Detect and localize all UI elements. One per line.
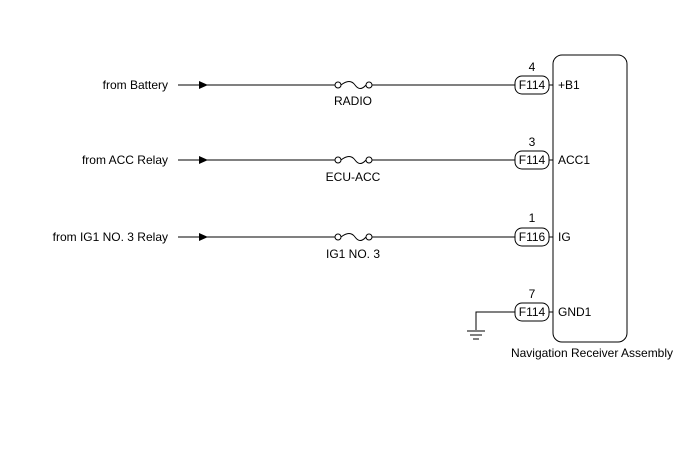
component-label: Navigation Receiver Assembly <box>511 346 673 360</box>
connector-label: F114 <box>519 78 546 92</box>
pin-number: 1 <box>529 211 536 225</box>
fuse-icon <box>334 81 373 89</box>
fuse-icon <box>334 233 373 241</box>
pin-number: 7 <box>529 287 536 301</box>
fuse-label: ECU-ACC <box>326 170 381 184</box>
connector-label: F114 <box>519 153 546 167</box>
ground-icon <box>467 330 485 340</box>
terminal-label: ACC1 <box>558 153 590 167</box>
fuse-label: RADIO <box>334 94 372 108</box>
connector-label: F114 <box>519 305 546 319</box>
terminal-label: +B1 <box>558 78 580 92</box>
connector-label: F116 <box>519 230 546 244</box>
source-label: from IG1 NO. 3 Relay <box>53 230 168 244</box>
pin-number: 4 <box>529 60 536 74</box>
fuse-icon <box>334 156 373 164</box>
component-box <box>552 54 628 343</box>
source-label: from ACC Relay <box>82 153 168 167</box>
circuit-battery: from Battery RADIO 4 F114 +B1 <box>103 60 580 108</box>
circuit-ig1-relay: from IG1 NO. 3 Relay IG1 NO. 3 1 F116 IG <box>53 211 571 261</box>
wire <box>475 311 515 330</box>
fuse-label: IG1 NO. 3 <box>326 247 380 261</box>
circuit-ground: 7 F114 GND1 <box>467 287 592 340</box>
terminal-label: IG <box>558 230 571 244</box>
pin-number: 3 <box>529 135 536 149</box>
source-label: from Battery <box>103 78 168 92</box>
terminal-label: GND1 <box>558 305 592 319</box>
circuit-acc-relay: from ACC Relay ECU-ACC 3 F114 ACC1 <box>82 135 590 184</box>
